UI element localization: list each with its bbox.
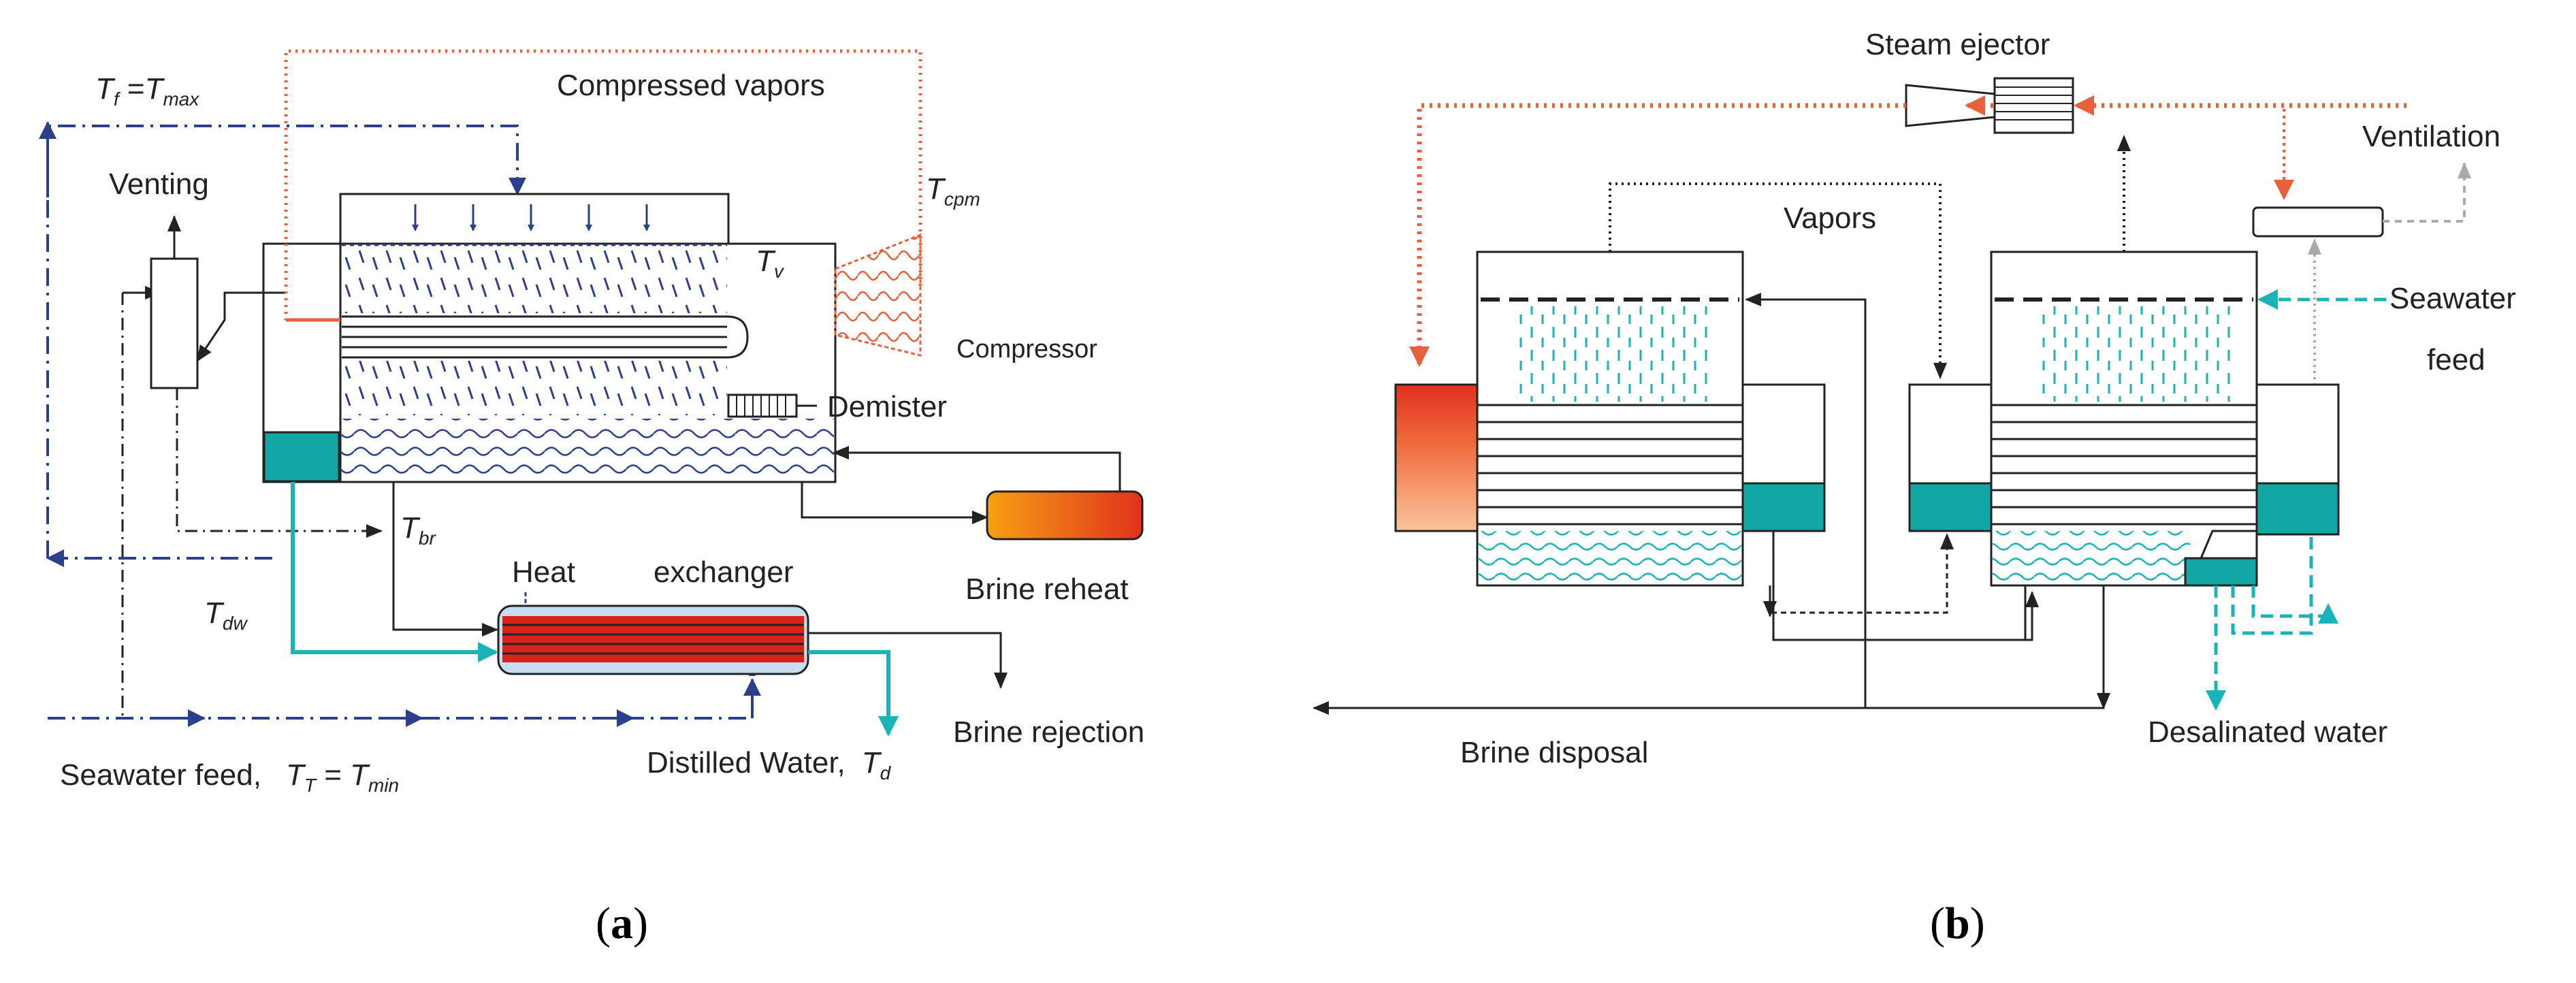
brine-reheat-label: Brine reheat <box>965 573 1129 606</box>
venting-unit <box>150 257 199 389</box>
condensate-dashed <box>1769 533 1954 614</box>
brine-to-reheat-line <box>801 482 988 524</box>
tcpm-label: Tcpm <box>926 172 980 210</box>
brine-reheater <box>986 490 1144 541</box>
effect-2-brine <box>1993 531 2190 584</box>
demister-label: Demister <box>827 390 947 423</box>
feed-label: feed <box>2427 343 2485 376</box>
vapors-line <box>1609 182 1947 379</box>
tv-label: Tv <box>756 244 785 282</box>
seawater-label: Seawater <box>2389 282 2516 315</box>
compressed-vapors-label: Compressed vapors <box>557 69 825 102</box>
heat-exchanger-tubes <box>502 616 804 662</box>
distilled-water-label: Distilled Water,Td <box>647 746 892 784</box>
compressor-label: Compressor <box>956 335 1097 364</box>
bundle-droplets <box>342 361 727 415</box>
compressed-vapor-loop <box>284 49 922 320</box>
distilled-water-outlet <box>808 650 899 737</box>
demister-lines <box>736 395 786 417</box>
caption-a: (a) <box>596 899 648 948</box>
brine-to-hx-line <box>392 482 498 636</box>
seawater-feed-label: Seawater feed,TT = Tmin <box>60 758 399 796</box>
compressor-coil-icon <box>834 233 922 357</box>
exchanger-label: exchanger <box>654 555 793 589</box>
tf-label: Tf =Tmax <box>95 72 199 110</box>
effect-1-tube-bundle <box>1477 404 1777 526</box>
seawater-feed-line <box>48 669 756 720</box>
effect-1-brine <box>1479 531 1741 584</box>
ventilation-out <box>2383 162 2471 223</box>
effect-2-tube-bundle <box>1991 404 2257 526</box>
spray-header-box <box>339 193 730 245</box>
tube-bundle-icon <box>342 315 749 359</box>
brine-rejection-line <box>808 632 1008 689</box>
feed-main-vertical <box>1745 293 1867 708</box>
venting-connection <box>196 291 286 362</box>
wavy-brine-icon <box>340 419 834 480</box>
desalinated-water-label: Desalinated water <box>2148 715 2387 749</box>
desalinated-outlet-3 <box>2251 585 2338 624</box>
seawater-loop-top <box>46 125 526 558</box>
panel-b: Steam ejector Ventilation Vapors <box>1313 28 2516 948</box>
distillate-line <box>291 482 498 662</box>
desalinated-outlet-2 <box>2231 534 2313 635</box>
effect-2-spray <box>2035 306 2233 402</box>
steam-ejector-lines <box>1995 86 2073 120</box>
ventilation-label: Ventilation <box>2362 120 2500 153</box>
brine-disposal-line <box>1313 585 2105 715</box>
effect-1-spray <box>1518 306 1716 402</box>
vent-to-brine-line <box>176 388 383 538</box>
brine-rejection-label: Brine rejection <box>953 715 1144 749</box>
effect-2-distillate <box>2184 557 2258 587</box>
distillate-sump <box>263 431 340 483</box>
effect-2-inlet-condensate <box>1908 482 1993 532</box>
steam-ejector-label: Steam ejector <box>1865 28 2050 61</box>
tbr-label: Tbr <box>400 511 436 549</box>
effect-1-condensate <box>1741 482 1826 532</box>
brine-disposal-label: Brine disposal <box>1460 736 1648 769</box>
panel-a: Venting <box>39 49 1144 948</box>
caption-b: (b) <box>1930 899 1985 948</box>
vapor-space-droplets <box>342 245 727 313</box>
heat-label: Heat <box>512 555 575 589</box>
venting-label: Venting <box>109 167 209 201</box>
heater <box>1394 383 1479 532</box>
tdw-label: Tdw <box>204 596 248 634</box>
vapors-label: Vapors <box>1784 202 1876 235</box>
spray-arrows <box>412 204 650 231</box>
condensate-to-effect2 <box>1772 531 2039 641</box>
effect-2-outlet-condensate <box>2255 482 2340 536</box>
ventilation-unit <box>2252 206 2384 238</box>
steam-ejector-nozzle <box>1905 84 1996 127</box>
